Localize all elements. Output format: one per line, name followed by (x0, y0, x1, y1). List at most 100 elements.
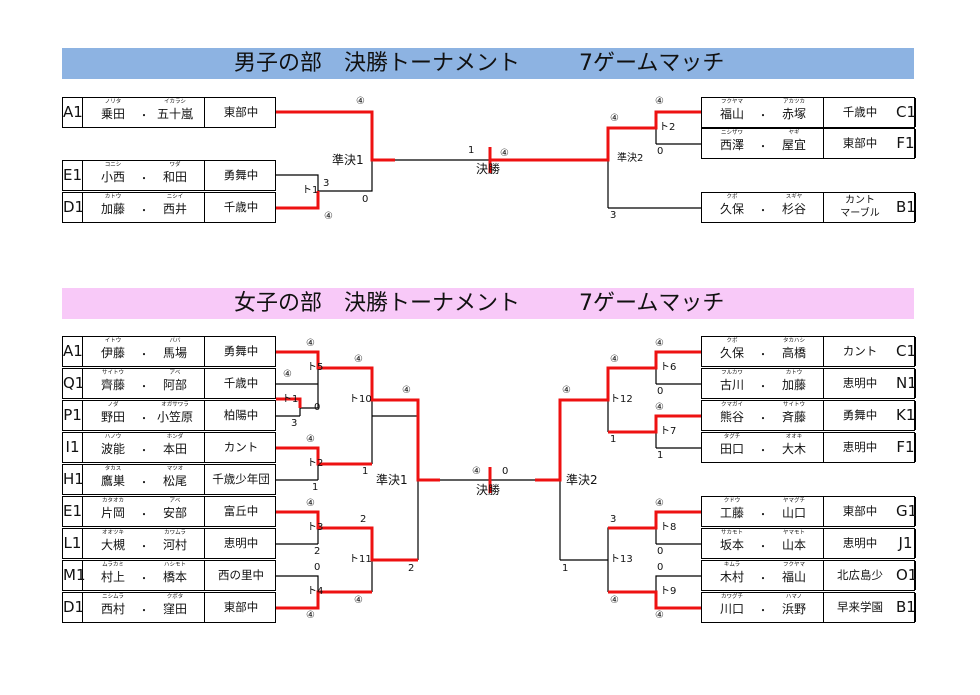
player-1-name: 古川 (719, 378, 744, 392)
player-2-kana: ホンダ (166, 434, 184, 440)
female-score-t11-bot: ④ (354, 595, 363, 606)
player-pair: フクヤマ福山・アカツカ赤塚 (702, 98, 824, 127)
female-match-t1: ト1 (282, 394, 299, 405)
female-score-t9-bot: ④ (655, 610, 664, 621)
player-2-kana: ニシイ (166, 194, 184, 200)
player-2-name: 山本 (781, 538, 806, 552)
female-score-t3-bot: 2 (314, 546, 321, 557)
player-2-name: 浜野 (781, 602, 806, 616)
player-1: ムラカミ村上 (89, 561, 137, 585)
player-1-kana: フルカワ (721, 370, 743, 376)
player-1: タカス鷹巣 (89, 465, 137, 489)
player-1-name: 久保 (719, 346, 744, 360)
school-name: 千歳少年団 (212, 472, 270, 486)
player-1-name: 野田 (100, 410, 125, 424)
group-code: H1 (63, 465, 84, 494)
player-1-kana: ニシムラ (102, 594, 124, 600)
male-score-t2-top: ④ (655, 96, 664, 107)
player-2: カトウ加藤 (770, 369, 818, 393)
female-win-i1 (276, 446, 372, 466)
player-2: クボタ窪田 (151, 593, 199, 617)
player-2-name: 大木 (781, 442, 806, 456)
male-score-t1-bot: ④ (324, 211, 333, 222)
player-2-kana: ヤギ (788, 130, 800, 136)
player-1: ニシムラ西村 (89, 593, 137, 617)
player-1-kana: カトウ (104, 194, 122, 200)
player-pair: ニシムラ西村・クボタ窪田 (83, 593, 205, 622)
player-2-kana: クボタ (166, 594, 184, 600)
female-match-format: 7ゲームマッチ (579, 291, 725, 316)
player-2: オオキ大木 (770, 433, 818, 457)
player-2-kana: フクヤマ (782, 562, 805, 568)
player-2-kana: サイトウ (782, 402, 805, 408)
player-1-name: 西村 (100, 602, 125, 616)
player-1-kana: ムラカミ (102, 562, 124, 568)
player-pair: コニシ小西・ワダ和田 (83, 161, 205, 190)
pair-separator: ・ (758, 542, 768, 553)
player-2-name: 河村 (162, 538, 187, 552)
female-score-t1-top: ④ (283, 369, 292, 380)
female-score-semi1-top: ④ (402, 385, 411, 396)
player-2-name: 赤塚 (781, 107, 806, 121)
female-score-t2-bot: 1 (312, 482, 319, 493)
player-1: オオツキ大槻 (89, 529, 137, 553)
player-1: ノリタ乗田 (89, 98, 137, 122)
player-2-name: 杉谷 (781, 202, 806, 216)
player-1-name: 福山 (719, 107, 744, 121)
player-2: ハシモト橋本 (151, 561, 199, 585)
female-score-t12-top: ④ (610, 354, 619, 365)
male-score-semi2-bot: 3 (610, 210, 617, 221)
player-1: ハノウ波能 (89, 433, 137, 457)
player-1-name: 田口 (719, 442, 744, 456)
pair-separator: ・ (139, 414, 149, 425)
male-match-t1: ト1 (302, 185, 319, 196)
player-2: タカハシ高橋 (770, 337, 818, 361)
school-name: 東部中 (842, 504, 878, 518)
player-1-kana: クマガイ (720, 402, 743, 408)
female-line-semi1 (372, 415, 419, 560)
player-2: マツオ松尾 (151, 465, 199, 489)
player-2-kana: ヤマグチ (782, 498, 805, 504)
pair-separator: ・ (139, 174, 149, 185)
player-1-kana: コニシ (104, 162, 122, 168)
player-1-kana: ハノウ (104, 434, 122, 440)
group-code: A1 (63, 337, 83, 366)
player-1-name: 大槻 (100, 538, 125, 552)
player-1-kana: オオツキ (101, 530, 124, 536)
player-2: スギヤ杉谷 (770, 193, 818, 217)
female-section-title: 女子の部 決勝トーナメント (234, 291, 521, 316)
school-name: カント (223, 440, 259, 454)
player-2-kana: カワムラ (164, 530, 186, 536)
pair-separator: ・ (758, 606, 768, 617)
female-score-t7-bot: 1 (657, 450, 664, 461)
school-name: 東部中 (223, 600, 259, 614)
group-code: I1 (63, 433, 83, 462)
female-score-t13-top: 3 (610, 514, 617, 525)
female-match-t2: ト2 (307, 458, 324, 469)
player-1: クボ久保 (708, 193, 756, 217)
male-line-t2-out (607, 127, 656, 208)
player-1-kana: クドウ (723, 498, 741, 504)
player-1-kana: ニシザワ (720, 130, 743, 136)
female-score-t9-top: 0 (657, 562, 664, 573)
player-2-kana: アベ (169, 498, 181, 504)
player-2-name: 高橋 (781, 346, 806, 360)
player-1-kana: サイトウ (101, 370, 124, 376)
school-name: 恵明中 (842, 440, 878, 454)
female-win-k1 (608, 414, 701, 434)
player-2-name: 小笠原 (156, 410, 193, 424)
school-name: 東部中 (842, 136, 878, 150)
player-1: フクヤマ福山 (708, 98, 756, 122)
male-score-t2-bot: 0 (657, 146, 664, 157)
school-name: 恵明中 (223, 536, 259, 550)
female-win-c1 (535, 350, 701, 482)
player-2-name: 橋本 (162, 570, 187, 584)
player-1: タグチ田口 (708, 433, 756, 457)
